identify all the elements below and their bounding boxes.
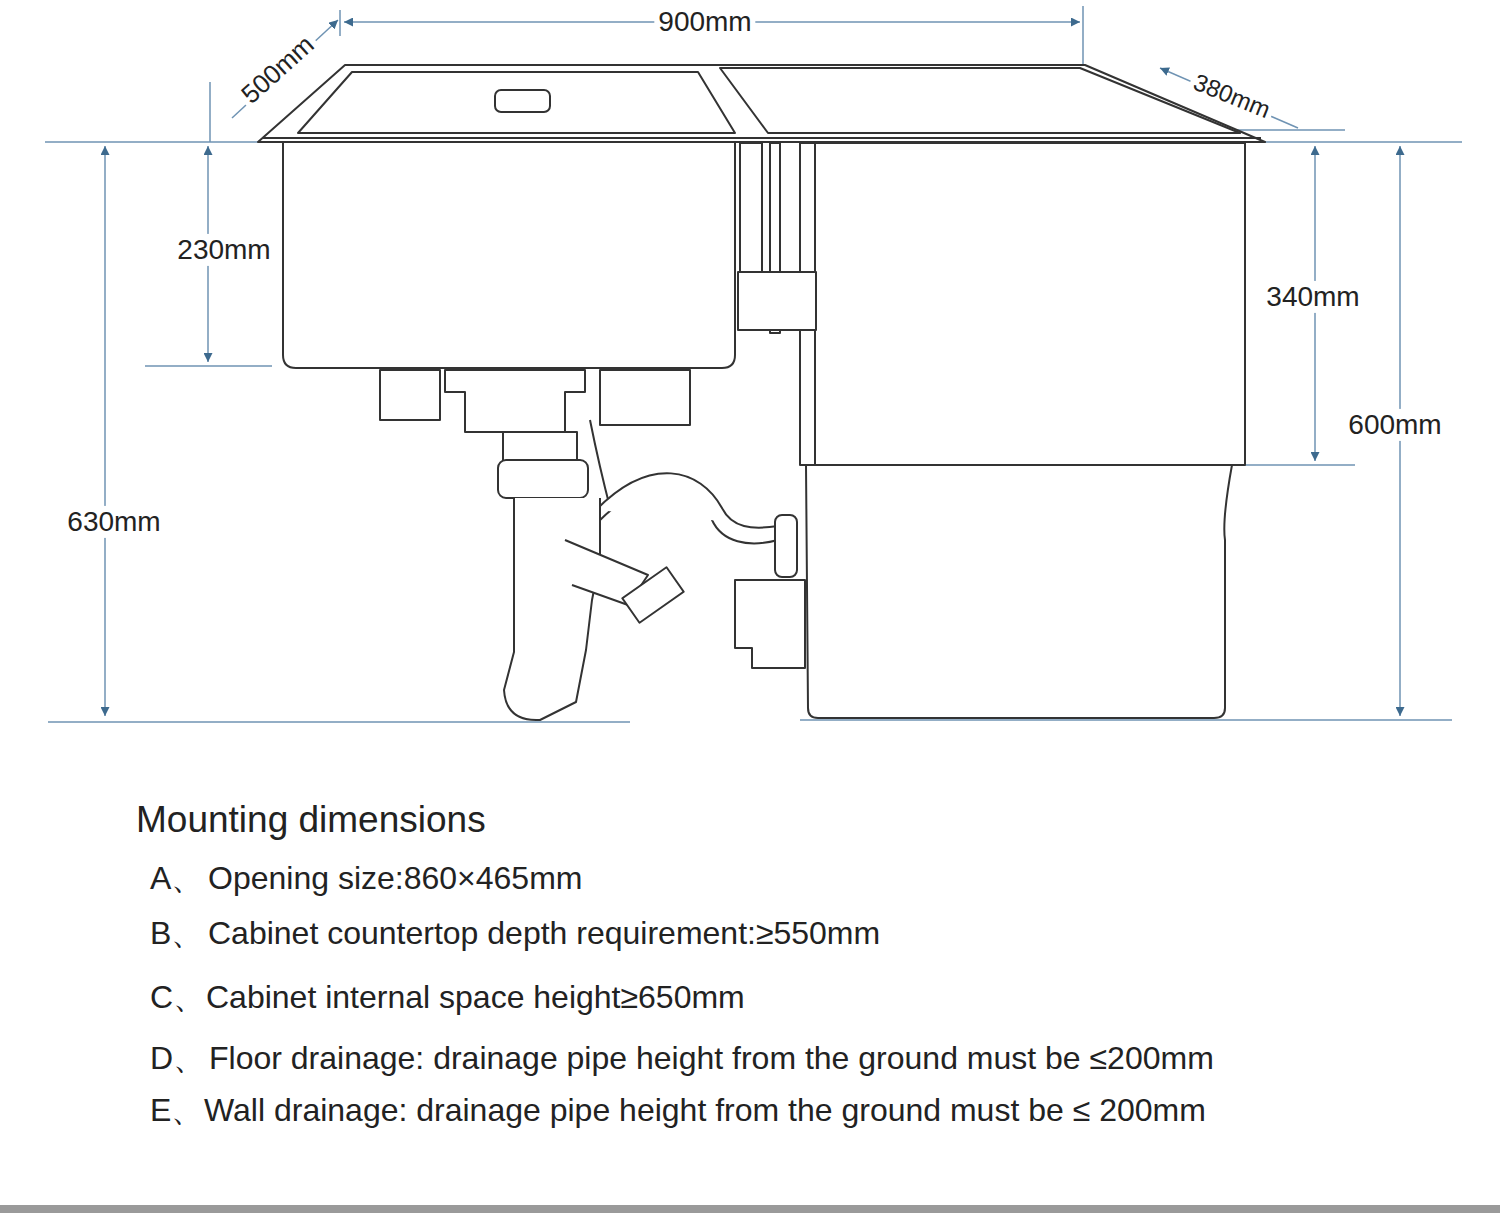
dishwasher-lid xyxy=(720,68,1240,133)
note-text: Cabinet countertop depth requirement:≥55… xyxy=(204,915,884,952)
note-text: A、 xyxy=(146,860,207,897)
reference-line xyxy=(145,365,272,367)
section-heading: Mounting dimensions xyxy=(136,799,486,842)
dimension-label: 230mm xyxy=(173,234,274,266)
pipe-band xyxy=(738,272,816,330)
note-text: Opening size:860×465mm xyxy=(204,860,586,897)
sink-basin xyxy=(283,143,735,368)
extension-line xyxy=(209,82,211,142)
sink-rim xyxy=(262,137,1261,139)
dimension-label: 600mm xyxy=(1344,409,1445,441)
dimension-label: 500mm xyxy=(233,27,323,113)
extension-line xyxy=(1082,6,1084,66)
reference-line xyxy=(48,721,630,723)
extension-line xyxy=(339,10,341,36)
strainer xyxy=(445,370,585,432)
basin-opening xyxy=(298,72,735,133)
hose xyxy=(596,473,778,527)
pipe xyxy=(740,143,762,273)
reference-line xyxy=(1232,464,1355,466)
dimension-lines xyxy=(45,6,1462,722)
pipe xyxy=(503,432,577,462)
trap-pipe xyxy=(504,498,600,720)
note-text: Cabinet internal space height≥650mm xyxy=(202,979,749,1016)
note-text: Floor drainage: drainage pipe height fro… xyxy=(205,1040,1218,1077)
dimension-label: 380mm xyxy=(1186,67,1278,126)
overflow-slot xyxy=(495,90,550,112)
note-text: C、 xyxy=(146,979,209,1016)
drain-fitting xyxy=(380,370,440,420)
dishwasher-body xyxy=(815,143,1245,465)
dishwasher-base xyxy=(806,465,1232,718)
dimension-label: 900mm xyxy=(654,6,755,38)
note-text: Wall drainage: drainage pipe height from… xyxy=(200,1092,1210,1129)
dimension-label: 340mm xyxy=(1262,281,1363,313)
branch-outlet xyxy=(622,567,683,623)
pipe-coupling xyxy=(498,460,588,498)
valve xyxy=(775,515,797,577)
reference-line xyxy=(800,719,1452,721)
sink-drawing xyxy=(258,65,1265,720)
drain-fitting xyxy=(600,370,690,425)
dimension-label: 630mm xyxy=(63,506,164,538)
note-text: E、 xyxy=(146,1092,207,1129)
note-text: D、 xyxy=(146,1040,209,1077)
dimension-arrow xyxy=(104,146,106,716)
note-text: B、 xyxy=(146,915,207,952)
footer-bar xyxy=(0,1205,1500,1213)
valve-block xyxy=(735,580,805,668)
sink-rim xyxy=(258,65,1265,142)
